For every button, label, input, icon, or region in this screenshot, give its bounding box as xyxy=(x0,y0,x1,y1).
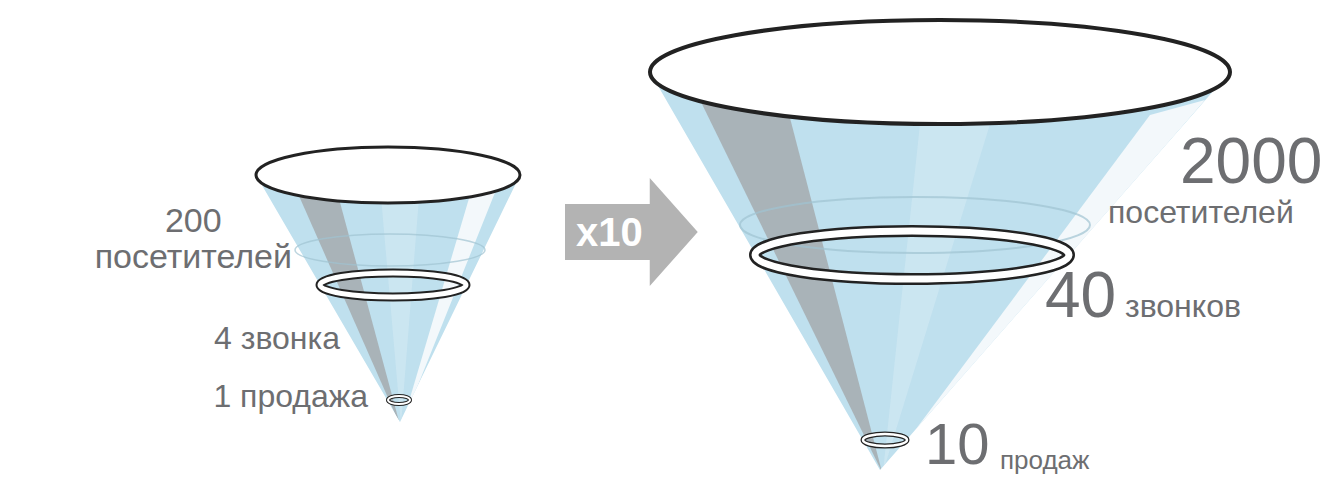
sales-number: 10 xyxy=(925,414,990,475)
visitors-label: 200 посетителей xyxy=(95,203,292,274)
calls-number: 40 xyxy=(1045,262,1116,329)
big-funnel xyxy=(650,20,1230,472)
visitors-number: 2000 xyxy=(1180,128,1322,195)
multiplier-arrow: x10 xyxy=(565,178,698,286)
calls-label: звонков xyxy=(1125,290,1241,324)
visitors-label: посетителей xyxy=(1108,196,1294,230)
sales-label: 1 продажа xyxy=(213,380,368,414)
multiplier-text: x10 xyxy=(576,212,643,252)
sales-label: продаж xyxy=(1000,447,1089,474)
calls-label: 4 звонка xyxy=(214,322,340,356)
arrow-outline xyxy=(565,178,698,286)
